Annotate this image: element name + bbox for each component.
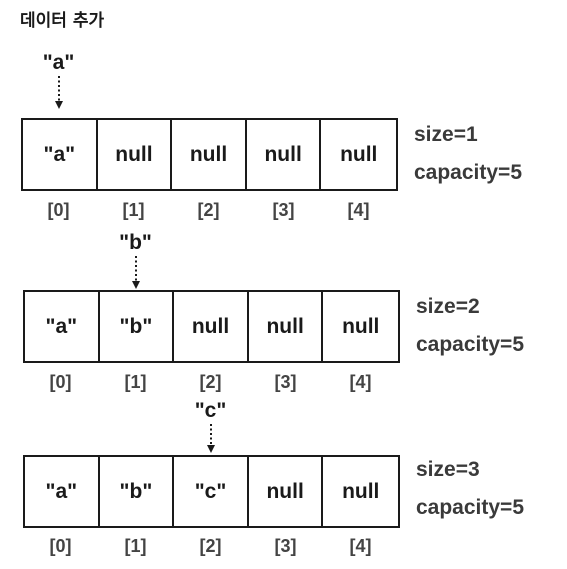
array-cell: "b" (100, 457, 175, 526)
size-label: size=1 (414, 123, 478, 146)
index-label: [0] (49, 372, 72, 392)
array-stats: size=1 capacity=5 (414, 116, 522, 192)
array-cell: null (172, 120, 247, 189)
index-label: [2] (199, 536, 222, 556)
array: "a" "b" null null null (23, 290, 400, 363)
insert-pointer: "b" (98, 232, 173, 290)
array-cell: "c" (174, 457, 249, 526)
array-cell: null (174, 292, 249, 361)
array-cell: null (342, 314, 380, 338)
array-cell: "a" (25, 457, 100, 526)
array-cell: null (249, 457, 324, 526)
index-label: [1] (122, 200, 145, 220)
insert-value-label: "c" (194, 399, 227, 422)
capacity-label: capacity=5 (416, 496, 524, 519)
dotted-arrow-down-icon (131, 256, 140, 289)
size-label: size=3 (416, 458, 480, 481)
dotted-arrow-down-icon (206, 424, 215, 453)
index-label: [4] (349, 536, 372, 556)
array-stats: size=3 capacity=5 (416, 451, 524, 527)
capacity-label: capacity=5 (416, 333, 524, 356)
array-cell: null (98, 120, 173, 189)
insert-pointer: "c" (173, 400, 248, 454)
array-cell: null (342, 479, 380, 503)
index-row: [0] [1] [2] [3] [4] (21, 200, 396, 221)
step-1: "a" "a" null null null null [0] [1] [2] … (0, 52, 567, 220)
array-cell: "a" (23, 120, 98, 189)
dotted-arrow-down-icon (54, 76, 63, 109)
array: "a" "b" "c" null null (23, 455, 400, 528)
array-cell: "b" (100, 292, 175, 361)
index-label: [3] (274, 372, 297, 392)
insert-pointer: "a" (21, 52, 96, 110)
insert-value-label: "b" (119, 231, 152, 254)
index-label: [4] (349, 372, 372, 392)
index-label: [3] (274, 536, 297, 556)
index-label: [0] (49, 536, 72, 556)
insert-value-label: "a" (42, 51, 75, 74)
index-label: [1] (124, 372, 147, 392)
index-label: [4] (347, 200, 370, 220)
array-cell: null (247, 120, 322, 189)
step-2: "b" "a" "b" null null null [0] [1] [2] [… (0, 232, 567, 392)
size-label: size=2 (416, 295, 480, 318)
array-cell: null (249, 292, 324, 361)
index-label: [2] (197, 200, 220, 220)
index-label: [1] (124, 536, 147, 556)
index-label: [0] (47, 200, 70, 220)
array-cell: null (340, 142, 378, 166)
array-stats: size=2 capacity=5 (416, 288, 524, 364)
page-title: 데이터 추가 (20, 11, 105, 31)
step-3: "c" "a" "b" "c" null null [0] [1] [2] [3… (0, 400, 567, 560)
index-row: [0] [1] [2] [3] [4] (23, 372, 398, 393)
array: "a" null null null null (21, 118, 398, 191)
index-label: [2] (199, 372, 222, 392)
array-cell: "a" (25, 292, 100, 361)
index-row: [0] [1] [2] [3] [4] (23, 536, 398, 557)
index-label: [3] (272, 200, 295, 220)
capacity-label: capacity=5 (414, 161, 522, 184)
